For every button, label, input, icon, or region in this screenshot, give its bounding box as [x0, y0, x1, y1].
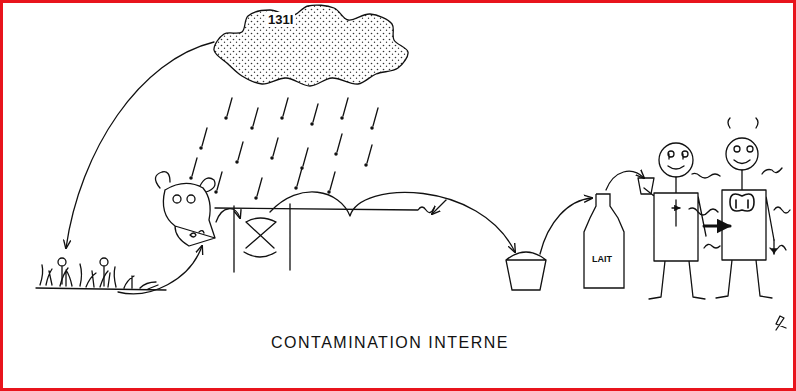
cow-nostrils	[190, 231, 204, 237]
swallow-arrow	[773, 240, 774, 254]
bottle-node: LAIT	[580, 192, 628, 292]
flow-arrow	[66, 42, 214, 248]
bottle-label: LAIT	[590, 254, 614, 264]
flow-arrow	[270, 192, 515, 252]
feed-line	[215, 207, 434, 213]
rain-drops	[192, 98, 378, 196]
cloud-outline	[208, 2, 414, 90]
thick-arrow	[704, 225, 730, 228]
cloud-shape	[214, 5, 408, 86]
flow-arrow	[118, 246, 202, 294]
flow-arrow	[432, 200, 446, 214]
cow-eye	[187, 195, 195, 203]
person-face	[668, 151, 688, 169]
thyroid	[730, 194, 754, 211]
person-face	[734, 146, 753, 164]
swallow-arrow	[672, 200, 680, 226]
person-head	[726, 138, 758, 170]
udder	[234, 204, 290, 272]
person-body	[716, 170, 774, 298]
bottle-outline	[580, 192, 628, 292]
flower	[58, 258, 108, 286]
caption: CONTAMINATION INTERNE	[190, 334, 590, 352]
cloud-node: 131I	[208, 2, 414, 90]
person-body	[644, 177, 706, 299]
isotope-label: 131I	[266, 12, 295, 27]
person-head	[659, 143, 693, 177]
bottle-shape	[584, 194, 624, 288]
cow-head	[155, 172, 215, 246]
rain-dots	[191, 118, 372, 198]
grass	[36, 264, 166, 290]
signature-mark	[776, 316, 786, 330]
flow-arrow	[216, 209, 240, 222]
cow-eye	[173, 195, 181, 203]
bucket	[506, 252, 546, 290]
cup	[638, 178, 654, 194]
radiation-rays	[689, 118, 790, 251]
